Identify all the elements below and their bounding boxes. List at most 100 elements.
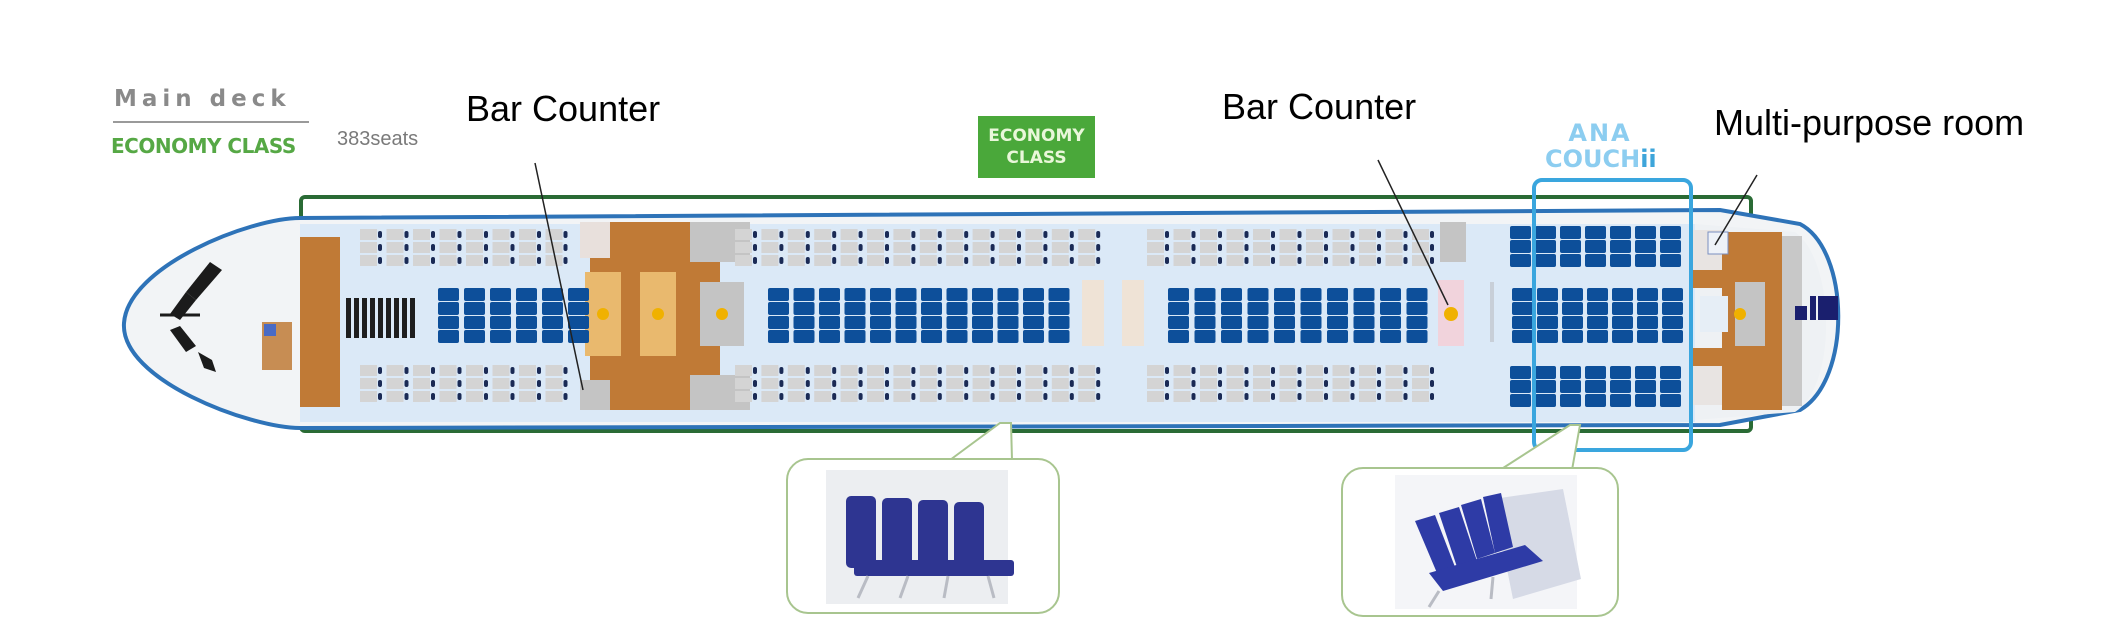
seat[interactable] bbox=[1147, 229, 1164, 240]
seat[interactable] bbox=[999, 391, 1016, 402]
seat[interactable] bbox=[519, 229, 536, 240]
seat[interactable] bbox=[1635, 394, 1656, 407]
seat[interactable] bbox=[768, 330, 789, 343]
seat[interactable] bbox=[386, 391, 404, 402]
seat[interactable] bbox=[413, 229, 430, 240]
seat[interactable] bbox=[439, 242, 457, 253]
seat[interactable] bbox=[999, 229, 1016, 240]
seat[interactable] bbox=[568, 316, 589, 329]
seat[interactable] bbox=[1537, 316, 1558, 329]
seat[interactable] bbox=[1353, 316, 1375, 329]
seat[interactable] bbox=[542, 302, 563, 315]
seat[interactable] bbox=[492, 229, 510, 240]
seat[interactable] bbox=[1662, 302, 1683, 315]
seat[interactable] bbox=[1412, 255, 1429, 266]
seat[interactable] bbox=[1147, 365, 1164, 376]
seat[interactable] bbox=[1612, 316, 1633, 329]
seat[interactable] bbox=[360, 378, 377, 389]
seat[interactable] bbox=[1562, 288, 1583, 301]
seat[interactable] bbox=[568, 302, 589, 315]
seat[interactable] bbox=[1327, 302, 1348, 315]
seat[interactable] bbox=[1359, 391, 1376, 402]
seat[interactable] bbox=[386, 229, 404, 240]
seat[interactable] bbox=[1051, 255, 1069, 266]
seat[interactable] bbox=[492, 391, 510, 402]
seat[interactable] bbox=[768, 316, 789, 329]
seat[interactable] bbox=[438, 316, 459, 329]
seat[interactable] bbox=[1048, 316, 1070, 329]
seat[interactable] bbox=[1025, 391, 1043, 402]
seat[interactable] bbox=[1173, 378, 1191, 389]
seat[interactable] bbox=[1078, 229, 1096, 240]
seat[interactable] bbox=[413, 378, 430, 389]
seat[interactable] bbox=[464, 288, 485, 301]
seat[interactable] bbox=[542, 316, 563, 329]
seat[interactable] bbox=[516, 330, 537, 343]
seat[interactable] bbox=[844, 316, 866, 329]
seat[interactable] bbox=[1385, 365, 1403, 376]
seat[interactable] bbox=[1221, 330, 1242, 343]
seat[interactable] bbox=[1635, 240, 1656, 253]
seat[interactable] bbox=[761, 242, 779, 253]
seat[interactable] bbox=[1226, 378, 1244, 389]
seat[interactable] bbox=[814, 391, 832, 402]
seat[interactable] bbox=[1537, 330, 1558, 343]
seat[interactable] bbox=[1194, 288, 1216, 301]
seat[interactable] bbox=[466, 255, 483, 266]
seat[interactable] bbox=[1200, 229, 1217, 240]
seat[interactable] bbox=[1635, 380, 1656, 393]
seat[interactable] bbox=[1560, 254, 1581, 267]
seat[interactable] bbox=[1194, 302, 1216, 315]
seat[interactable] bbox=[1535, 240, 1556, 253]
seat[interactable] bbox=[1247, 288, 1269, 301]
seat[interactable] bbox=[1025, 365, 1043, 376]
seat[interactable] bbox=[946, 302, 968, 315]
seat[interactable] bbox=[946, 365, 964, 376]
seat[interactable] bbox=[893, 378, 911, 389]
seat[interactable] bbox=[439, 365, 457, 376]
seat[interactable] bbox=[1610, 226, 1631, 239]
seat[interactable] bbox=[1660, 380, 1681, 393]
seat[interactable] bbox=[819, 288, 840, 301]
seat[interactable] bbox=[1253, 378, 1270, 389]
seat[interactable] bbox=[972, 255, 990, 266]
seat[interactable] bbox=[542, 288, 563, 301]
seat[interactable] bbox=[1412, 391, 1429, 402]
seat[interactable] bbox=[1562, 316, 1583, 329]
seat[interactable] bbox=[1274, 316, 1295, 329]
seat[interactable] bbox=[360, 391, 377, 402]
seat[interactable] bbox=[999, 378, 1016, 389]
seat[interactable] bbox=[1173, 229, 1191, 240]
seat[interactable] bbox=[997, 330, 1019, 343]
seat[interactable] bbox=[997, 316, 1019, 329]
seat[interactable] bbox=[1585, 226, 1606, 239]
seat[interactable] bbox=[972, 302, 993, 315]
seat[interactable] bbox=[464, 302, 485, 315]
seat[interactable] bbox=[1306, 255, 1323, 266]
seat[interactable] bbox=[1353, 302, 1375, 315]
seat[interactable] bbox=[386, 365, 404, 376]
seat[interactable] bbox=[1353, 288, 1375, 301]
seat[interactable] bbox=[1221, 302, 1242, 315]
seat[interactable] bbox=[919, 229, 937, 240]
seat[interactable] bbox=[1510, 366, 1531, 379]
seat[interactable] bbox=[519, 378, 536, 389]
seat[interactable] bbox=[867, 378, 884, 389]
seat[interactable] bbox=[490, 316, 511, 329]
seat[interactable] bbox=[1662, 288, 1683, 301]
seat[interactable] bbox=[787, 242, 805, 253]
seat[interactable] bbox=[787, 229, 805, 240]
seat[interactable] bbox=[1023, 330, 1044, 343]
seat[interactable] bbox=[1412, 378, 1429, 389]
seat[interactable] bbox=[1535, 394, 1556, 407]
seat[interactable] bbox=[490, 288, 511, 301]
seat[interactable] bbox=[466, 229, 483, 240]
seat[interactable] bbox=[972, 288, 993, 301]
seat[interactable] bbox=[972, 378, 990, 389]
seat[interactable] bbox=[1306, 365, 1323, 376]
seat[interactable] bbox=[819, 302, 840, 315]
seat[interactable] bbox=[999, 255, 1016, 266]
seat[interactable] bbox=[360, 242, 377, 253]
seat[interactable] bbox=[386, 242, 404, 253]
seat[interactable] bbox=[1147, 242, 1164, 253]
